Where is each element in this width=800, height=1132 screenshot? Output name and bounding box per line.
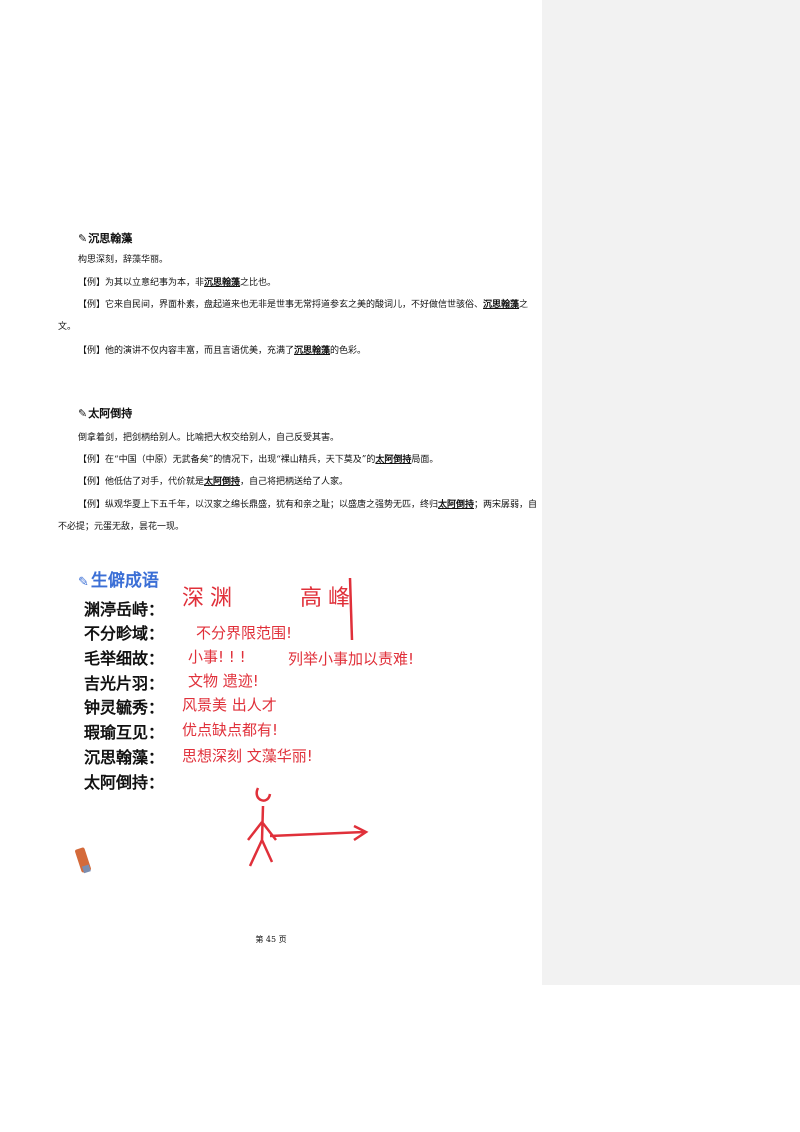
handwriting-note: 列举小事加以责难! <box>288 650 415 668</box>
entry-title: ✎沉思翰藻 <box>78 232 133 245</box>
idiom-label: 沉思翰藻： <box>84 748 165 767</box>
document-page: ✎沉思翰藻 构思深刻，辞藻华丽。 【例】为其以立意纪事为本，非沉思翰藻之比也。 … <box>58 232 538 944</box>
ink-stroke <box>348 577 354 641</box>
idiom-label: 渊渟岳峙： <box>84 600 165 619</box>
pencil-icon: ✎ <box>78 232 88 245</box>
idiom-label: 瑕瑜互见： <box>84 723 165 742</box>
handwriting-note: 高峰 <box>300 586 357 611</box>
pencil-icon: ✎ <box>78 575 89 590</box>
definition: 倒拿着剑，把剑柄给别人。比喻把大权交给别人，自己反受其害。 <box>78 433 340 443</box>
pencil-icon: ✎ <box>78 407 88 420</box>
handwriting-note: 优点缺点都有! <box>182 721 279 739</box>
comment-pane <box>542 0 800 985</box>
handwriting-note: 文物 遗迹! <box>188 672 259 690</box>
idiom-label: 吉光片羽： <box>84 674 165 693</box>
idiom-label: 太阿倒持： <box>84 773 165 792</box>
ink-drawing <box>75 577 369 874</box>
handwriting-note: 不分界限范围! <box>196 624 293 642</box>
example: 【例】他低估了对手，代价就是太阿倒持，自己将把柄送给了人家。 <box>78 477 349 487</box>
example: 【例】它来自民间，界面朴素，盘起道来也无非是世事无常捋道参玄之美的酸词儿，不好做… <box>58 300 529 332</box>
stick-figure-body <box>247 805 277 867</box>
handwriting-note: 小事! ! ! <box>188 648 246 666</box>
arrow-icon <box>269 824 369 842</box>
entry-title: ✎太阿倒持 <box>78 407 133 420</box>
decor-pen-icon <box>75 847 91 874</box>
stick-figure-head <box>255 787 272 802</box>
example: 【例】为其以立意纪事为本，非沉思翰藻之比也。 <box>78 278 277 288</box>
example: 【例】在“中国（中原）无武备矣”的情况下，出现“裸山精兵，天下莫及”的太阿倒持局… <box>78 455 439 465</box>
handwriting-note: 深渊 <box>182 586 239 611</box>
page-number: 第 45 页 <box>255 935 287 944</box>
handwriting-note: 思想深刻 文藻华丽! <box>182 747 313 765</box>
idiom-label: 钟灵毓秀： <box>84 698 165 717</box>
example: 【例】他的演讲不仅内容丰富，而且言语优美，充满了沉思翰藻的色彩。 <box>78 346 367 356</box>
example: 【例】纵观华夏上下五千年，以汉家之绵长鼎盛，犹有和亲之耻；以盛唐之强势无匹，终归… <box>58 500 538 532</box>
notes-heading: ✎生僻成语 <box>78 571 159 591</box>
idiom-label: 毛举细故： <box>84 649 165 668</box>
idiom-label: 不分畛域： <box>84 624 165 643</box>
definition: 构思深刻，辞藻华丽。 <box>78 255 169 265</box>
handwriting-note: 风景美 出人才 <box>182 696 277 714</box>
